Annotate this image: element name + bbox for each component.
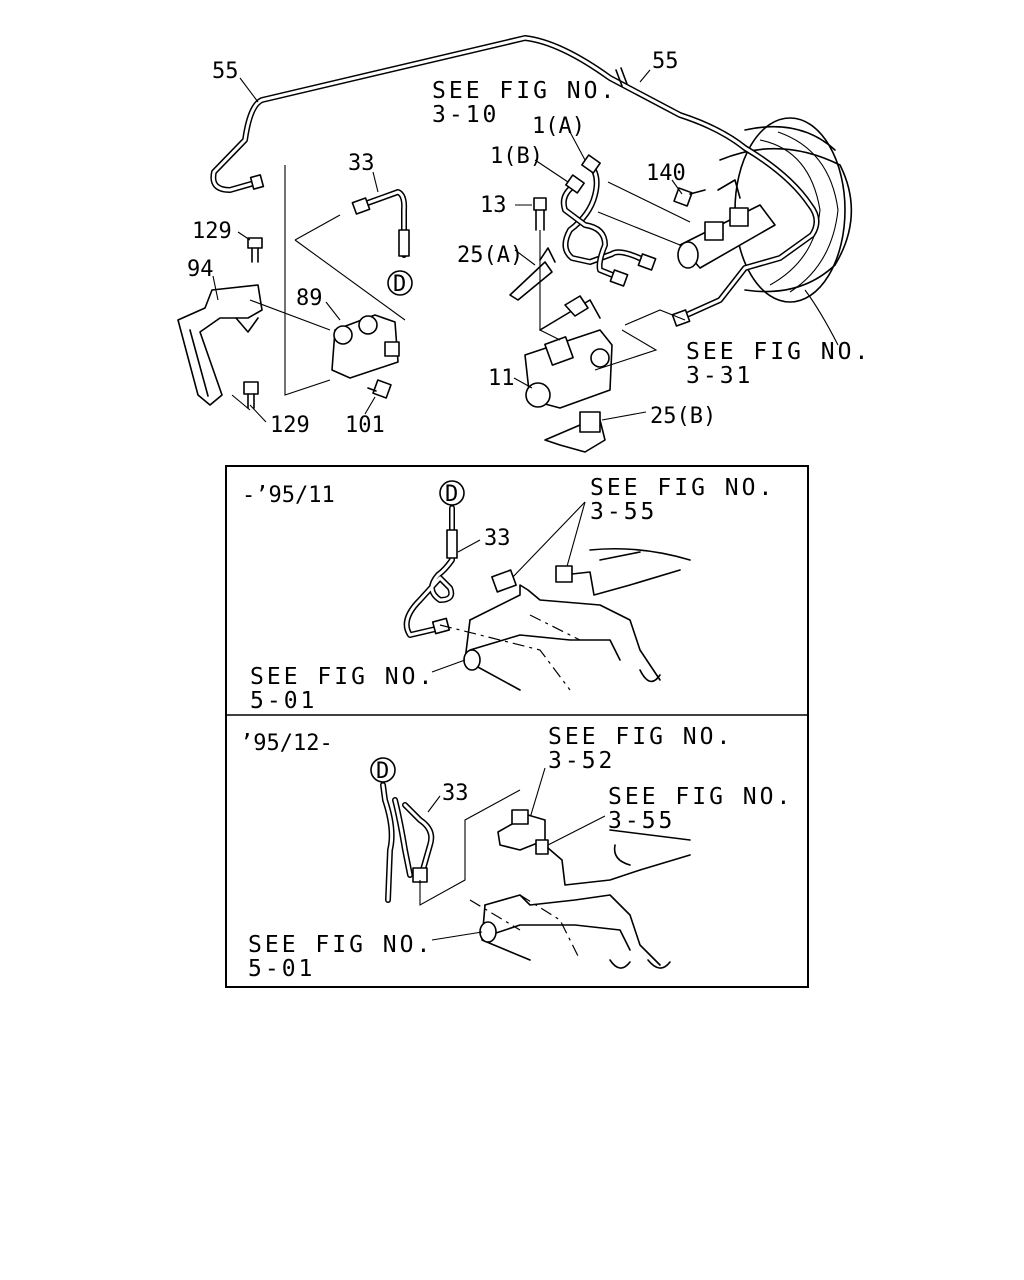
brake-booster [719,117,853,303]
top-assembly: 55 55 SEE FIG NO. 3-10 1(A) 1(B) 33 140 … [177,35,871,453]
label-101: 101 [345,413,385,438]
bracket-94 [177,284,263,406]
assembly-leader-lines [231,165,691,411]
label-25a: 25(A) [457,243,523,268]
panel-late-reference-3-55-line1: SEE FIG NO. [608,784,793,810]
label-55-right: 55 [652,49,679,74]
callout-leaders [212,69,839,423]
proportioning-valve [524,295,613,409]
panel-late-reference-3-55-line2: 3-55 [608,808,675,834]
brake-pipe-33-upper [351,189,410,258]
panel-early-label-33: 33 [484,526,511,551]
label-94: 94 [187,257,214,282]
panel-late-connector-d-letter: D [376,759,389,784]
panel-late-range: ’95/12- [240,731,333,756]
reference-3-10-line1: SEE FIG NO. [432,78,617,104]
panel-early-connector-d-letter: D [445,482,458,507]
bolt-140 [673,187,706,207]
panel-early-reference-3-55-line1: SEE FIG NO. [590,475,775,501]
label-11: 11 [488,366,515,391]
panel-late-reference-5-01-line2: 5-01 [248,956,315,982]
label-89: 89 [296,286,323,311]
detail-panels: -’95/11 D 33 SEE FIG NO. 3-55 [225,465,809,988]
bracket-25b [544,411,606,453]
panel-early: -’95/11 D 33 SEE FIG NO. 3-55 [242,475,775,714]
valve-89 [331,314,400,379]
panel-late: ’95/12- D 33 SEE FIG NO. 3-52 SEE FIG NO… [240,724,793,982]
panel-early-range: -’95/11 [242,483,335,508]
label-129-bottom: 129 [270,413,310,438]
panel-late-connector-d: D [370,757,396,784]
label-140: 140 [646,161,686,186]
bracket-25a [509,247,556,301]
connector-d-top-letter: D [393,272,406,297]
master-cylinder [677,179,776,269]
panel-late-reference-5-01-line1: SEE FIG NO. [248,932,433,958]
connector-d-top: D [387,270,413,297]
label-13: 13 [480,193,507,218]
panel-late-frame-member [469,809,691,969]
bolt-129-bottom [243,381,259,409]
panel-late-reference-3-52-line1: SEE FIG NO. [548,724,733,750]
label-129-top: 129 [192,219,232,244]
label-55-left: 55 [212,59,239,84]
reference-3-31-line2: 3-31 [686,363,753,389]
panel-early-reference-5-01-line2: 5-01 [250,688,317,714]
label-33-top: 33 [348,151,375,176]
reference-3-10-line2: 3-10 [432,102,499,128]
panel-late-reference-3-52-line2: 3-52 [548,748,615,774]
brake-pipes-1a-1b [560,154,657,287]
reference-3-31-line1: SEE FIG NO. [686,339,871,365]
panel-late-label-33: 33 [442,781,469,806]
label-1a: 1(A) [532,114,585,139]
label-1b: 1(B) [490,144,543,169]
label-25b: 25(B) [650,404,716,429]
bolt-129-top [247,237,263,263]
panel-early-frame-member [439,547,691,691]
bolt-101 [367,379,392,399]
panel-early-reference-5-01-line1: SEE FIG NO. [250,664,435,690]
panel-early-reference-3-55-line2: 3-55 [590,499,657,525]
panel-early-connector-d: D [439,480,465,507]
callout-labels: 55 55 SEE FIG NO. 3-10 1(A) 1(B) 33 140 … [187,49,871,438]
bolt-13 [533,197,547,231]
